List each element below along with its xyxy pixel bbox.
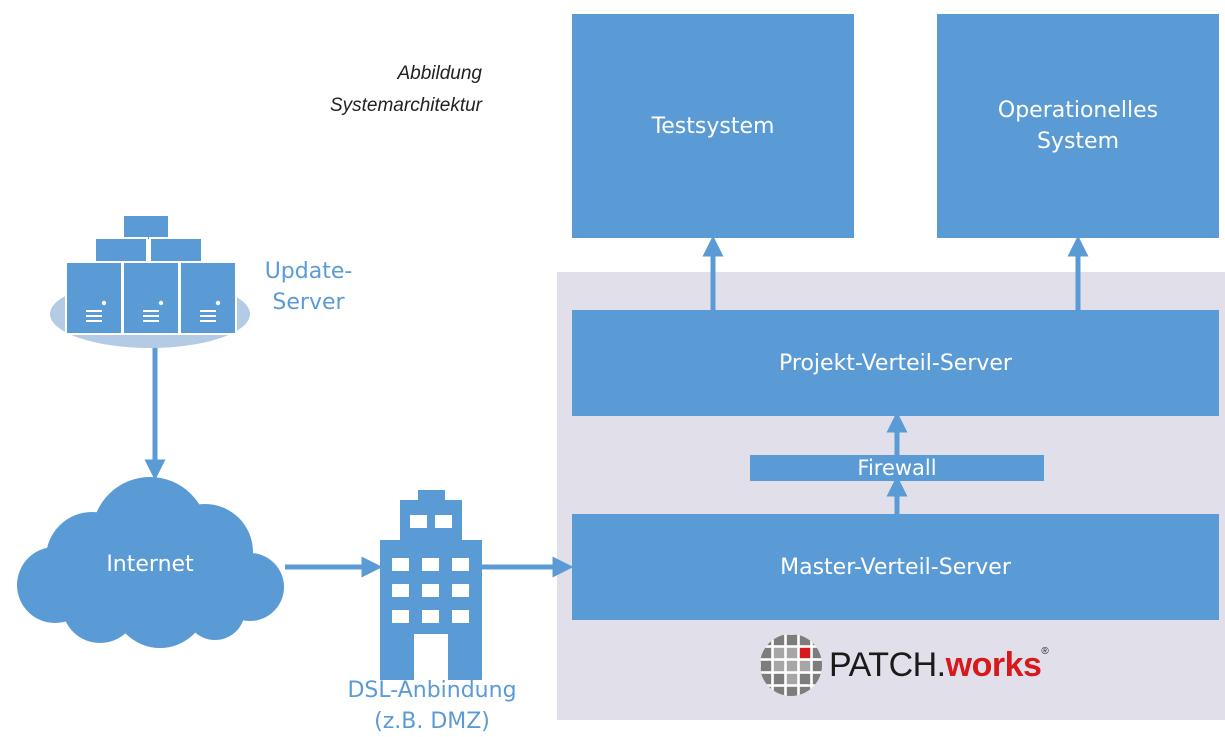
logo-registered-mark: ® <box>1041 646 1049 657</box>
patchworks-logo: PATCH.works® <box>829 646 1049 686</box>
testsystem-box: Testsystem <box>572 14 854 238</box>
caption-line-1: Abbildung <box>397 63 482 84</box>
update-server-label: Update- Server <box>264 259 353 315</box>
logo-text-patch: PATCH. <box>829 646 946 684</box>
patchworks-globe-icon <box>760 634 822 696</box>
figure-caption: Abbildung Systemarchitektur <box>270 58 482 122</box>
server-cluster-icon <box>50 214 250 348</box>
dsl-anbindung-label: DSL-Anbindung (z.B. DMZ) <box>347 678 517 734</box>
master-verteil-server-box: Master-Verteil-Server <box>572 514 1219 620</box>
cloud-icon <box>17 477 284 648</box>
operationelles-system-box: Operationelles System <box>937 14 1219 238</box>
building-icon <box>380 490 482 680</box>
projekt-verteil-server-box: Projekt-Verteil-Server <box>572 310 1219 416</box>
caption-line-2: Systemarchitektur <box>329 95 482 116</box>
internet-label: Internet <box>106 552 194 577</box>
logo-text-works: works <box>945 646 1042 684</box>
